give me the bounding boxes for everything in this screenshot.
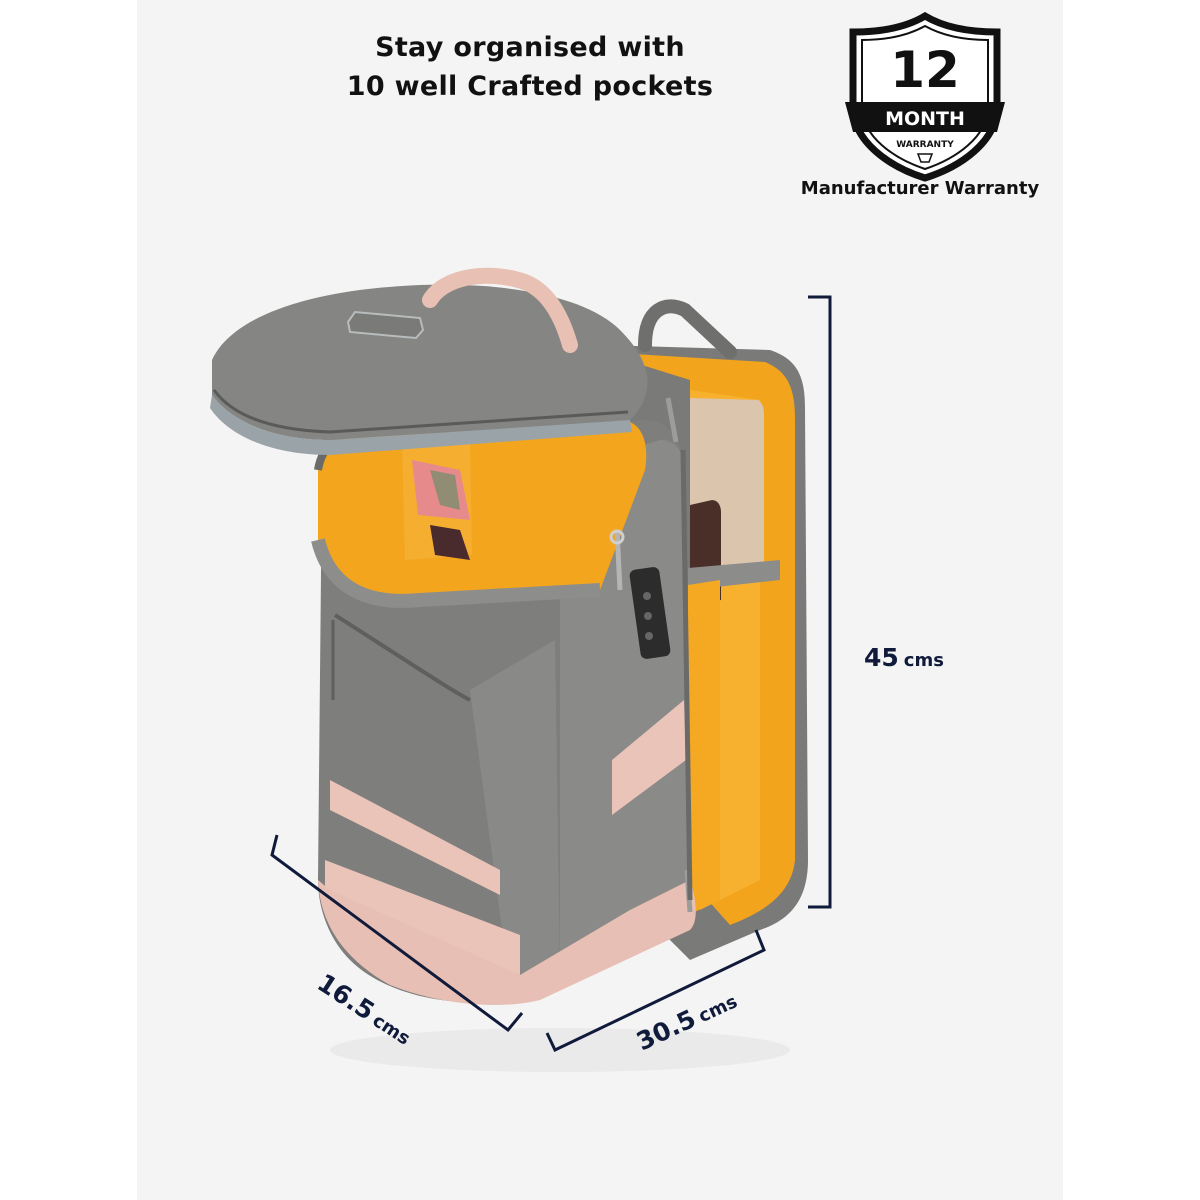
warranty-shield-icon: 12 MONTH WARRANTY: [845, 12, 1005, 182]
headline-line-2: 10 well Crafted pockets: [346, 71, 714, 102]
height-unit: cms: [903, 650, 944, 671]
headline-line-1: Stay organised with: [375, 32, 685, 63]
height-dimension-bracket: [808, 295, 832, 909]
width-dimension-bracket: [545, 929, 766, 1053]
warranty-number: 12: [890, 41, 960, 99]
warranty-caption: Manufacturer Warranty: [800, 178, 1040, 199]
crown-icon: [916, 153, 934, 163]
headline: Stay organised with 10 well Crafted pock…: [320, 28, 740, 106]
height-value: 45: [864, 643, 899, 672]
warranty-subtitle: WARRANTY: [896, 140, 954, 150]
warranty-ribbon-text: MONTH: [885, 108, 965, 130]
depth-dimension-bracket: [270, 834, 524, 1033]
